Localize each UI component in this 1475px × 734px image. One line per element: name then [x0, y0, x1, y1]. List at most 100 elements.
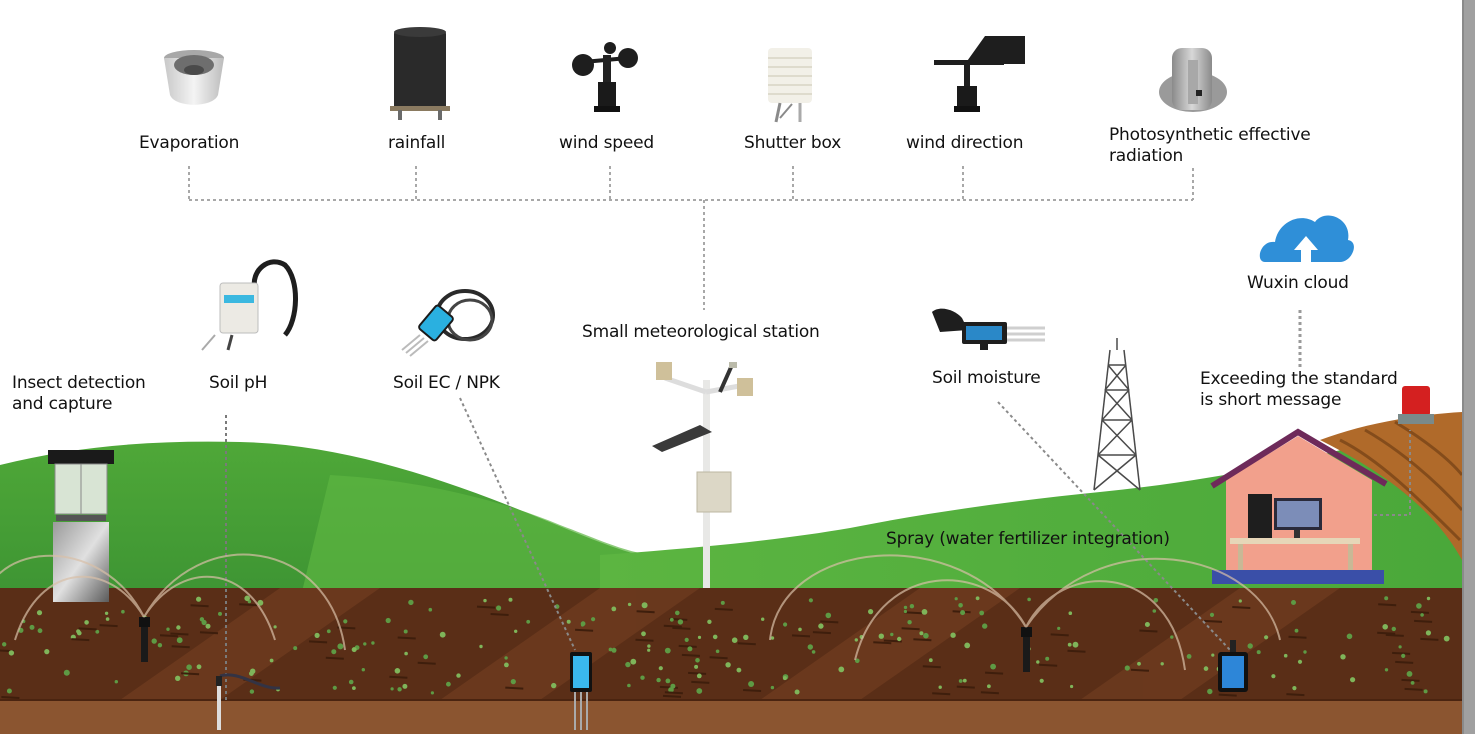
soil-furrow	[505, 686, 524, 690]
seedling	[363, 642, 367, 646]
seedling	[923, 632, 929, 639]
seedling	[408, 599, 414, 606]
seedling	[811, 650, 816, 654]
seedling	[720, 600, 725, 605]
seedling	[670, 683, 676, 689]
insect-trap-icon	[48, 450, 114, 602]
soil-furrow	[714, 607, 733, 611]
seedling	[838, 666, 845, 673]
seedling	[580, 621, 586, 627]
seedling	[250, 668, 256, 674]
soil-furrow	[1392, 651, 1411, 655]
seedling	[1186, 654, 1192, 659]
seedling	[694, 664, 699, 669]
seedling	[928, 658, 933, 663]
seedling	[508, 597, 513, 602]
seedling	[1036, 660, 1040, 664]
alarm-beacon-icon	[1398, 386, 1434, 424]
seedling	[1027, 597, 1031, 602]
soil-furrow	[1232, 606, 1251, 609]
seedling	[1068, 611, 1073, 615]
soil-furrow	[913, 638, 932, 642]
buried-moisture-sensor-icon	[1218, 640, 1248, 692]
label-shutter-box: Shutter box	[744, 133, 842, 153]
soil-furrow	[922, 665, 941, 669]
seedling	[938, 685, 942, 689]
soil-furrow	[956, 685, 975, 689]
cloud-upload-icon	[1259, 215, 1354, 262]
seedling	[121, 609, 125, 614]
seedling	[249, 689, 255, 694]
soil-furrow	[490, 613, 509, 616]
label-alert-line2: is short message	[1200, 390, 1342, 410]
seedling	[403, 629, 408, 634]
seedling	[979, 610, 985, 616]
seedling	[114, 680, 119, 684]
seedling	[1410, 681, 1415, 685]
seedling	[456, 673, 461, 678]
soil-furrow	[181, 672, 200, 676]
soil-furrow	[901, 627, 920, 631]
seedling	[1420, 613, 1424, 617]
seedling	[684, 637, 689, 643]
soil-furrow	[664, 691, 683, 695]
seedling	[186, 664, 192, 670]
seedling	[1391, 626, 1397, 632]
seedling	[8, 650, 15, 656]
scrollbar[interactable]	[1462, 0, 1475, 734]
seedling	[176, 637, 183, 644]
seedling	[1283, 653, 1288, 658]
soil-moisture-sensor-icon	[932, 308, 1045, 350]
seedling	[782, 676, 787, 681]
seedling	[1264, 635, 1269, 640]
soil-furrow	[78, 627, 97, 631]
seedling	[1045, 656, 1050, 661]
soil-furrow	[417, 661, 436, 665]
seedling	[196, 596, 202, 602]
soil-furrow	[389, 675, 408, 679]
seedling	[1057, 626, 1061, 631]
seedling	[1443, 635, 1450, 642]
soil-furrow	[1377, 631, 1396, 635]
seedling	[1209, 612, 1215, 618]
seedling	[761, 617, 765, 621]
seedling	[29, 624, 35, 630]
seedling	[627, 683, 631, 688]
soil-furrow	[159, 634, 179, 638]
seedling	[807, 644, 813, 650]
seedling	[196, 664, 202, 670]
soil-furrow	[737, 642, 756, 646]
seedling	[990, 663, 996, 670]
soil-furrow	[820, 620, 839, 624]
seedling	[1382, 624, 1388, 630]
seedling	[696, 688, 703, 694]
soil-furrow	[1385, 633, 1404, 637]
seedling	[390, 687, 394, 691]
seedling	[664, 647, 671, 654]
soil	[0, 588, 1462, 734]
seedling	[640, 675, 645, 680]
seedling	[84, 620, 89, 625]
seedling	[903, 605, 908, 610]
seedling	[625, 661, 631, 668]
seedling	[76, 629, 81, 634]
soil-furrow	[663, 624, 682, 628]
moisture-link	[997, 401, 1231, 651]
soil-furrow	[985, 671, 1004, 675]
seedling	[105, 617, 110, 621]
soil-furrow	[1130, 668, 1150, 672]
soil-ph-sensor-icon	[201, 259, 298, 351]
seedling	[669, 617, 674, 622]
soil-furrow	[681, 653, 700, 657]
seedling	[987, 684, 991, 689]
seedling	[551, 682, 557, 689]
seedling	[1207, 688, 1213, 695]
signal-tower-icon	[1093, 338, 1141, 491]
seedling	[439, 631, 446, 638]
seedling	[504, 656, 508, 660]
seedling	[1137, 661, 1141, 666]
seedling	[337, 643, 344, 650]
seedling	[794, 689, 800, 695]
label-wind-speed: wind speed	[559, 133, 654, 153]
